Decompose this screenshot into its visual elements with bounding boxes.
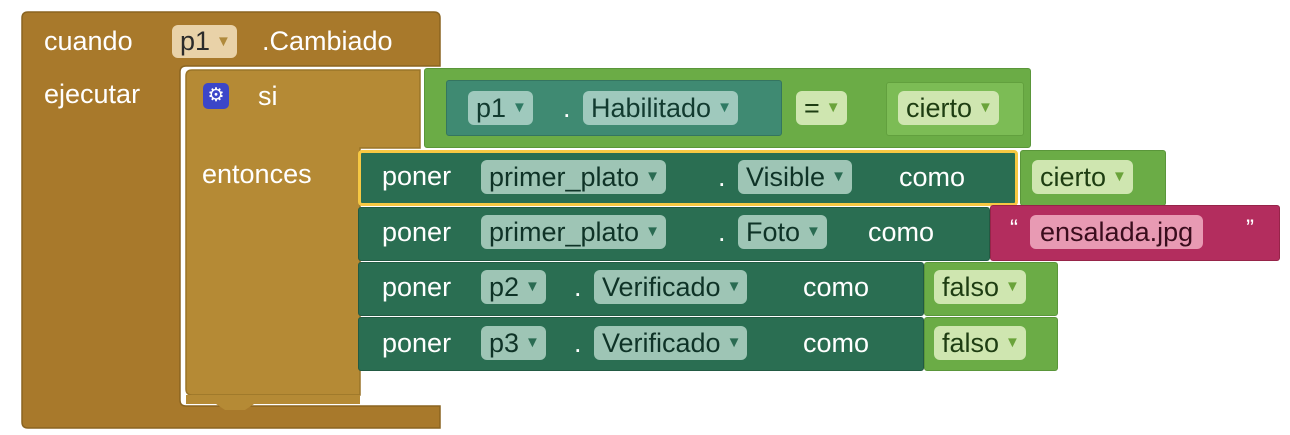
setter-component-value: primer_plato: [489, 216, 640, 247]
boolean-value: falso: [942, 271, 1000, 302]
setter-component-value: primer_plato: [489, 161, 640, 192]
setter-component-value: p2: [489, 271, 520, 302]
gear-icon[interactable]: ⚙: [203, 83, 229, 109]
text-value-field[interactable]: ensalada.jpg: [1030, 215, 1204, 249]
boolean-value-dropdown[interactable]: falso ▼: [934, 270, 1026, 304]
setter-property-value: Verificado: [602, 271, 721, 302]
setter-dot: .: [574, 328, 582, 358]
setter-dot: .: [718, 162, 726, 192]
boolean-value-dropdown[interactable]: falso ▼: [934, 326, 1026, 360]
chevron-down-icon: ▼: [645, 223, 660, 240]
chevron-down-icon: ▼: [726, 278, 742, 295]
close-quote: ”: [1246, 215, 1254, 242]
setter-keyword: poner: [382, 161, 452, 191]
setter-block-1[interactable]: [358, 150, 1018, 206]
setter-property-dropdown[interactable]: Verificado ▼: [594, 326, 748, 360]
condition-property-value: Habilitado: [591, 92, 712, 123]
chevron-down-icon: ▼: [525, 334, 540, 351]
chevron-down-icon: ▼: [512, 99, 527, 116]
setter-keyword: poner: [382, 328, 452, 358]
event-name-label: .Cambiado: [262, 26, 393, 56]
setter-component-dropdown[interactable]: p2 ▼: [481, 270, 546, 304]
chevron-down-icon: ▼: [1112, 168, 1127, 185]
event-do-label: ejecutar: [44, 79, 141, 109]
setter-as-label: como: [899, 162, 966, 192]
event-block[interactable]: [0, 0, 450, 435]
event-when-label: cuando: [44, 26, 133, 56]
setter-component-value: p3: [489, 327, 520, 358]
condition-value: cierto: [906, 92, 973, 123]
chevron-down-icon: ▼: [806, 223, 821, 240]
condition-property-dropdown[interactable]: Habilitado ▼: [583, 91, 738, 125]
setter-component-dropdown[interactable]: primer_plato ▼: [481, 215, 666, 249]
setter-property-value: Foto: [746, 216, 801, 247]
setter-property-dropdown[interactable]: Foto ▼: [738, 215, 827, 249]
condition-dot: .: [563, 93, 571, 123]
setter-component-dropdown[interactable]: p3 ▼: [481, 326, 546, 360]
chevron-down-icon: ▼: [525, 278, 540, 295]
boolean-value: cierto: [1040, 161, 1107, 192]
chevron-down-icon: ▼: [717, 99, 732, 116]
setter-property-dropdown[interactable]: Visible ▼: [738, 160, 852, 194]
chevron-down-icon: ▼: [1005, 334, 1020, 351]
chevron-down-icon: ▼: [1005, 278, 1020, 295]
operator-dropdown[interactable]: = ▼: [796, 91, 847, 125]
open-quote: “: [1010, 215, 1018, 242]
chevron-down-icon: ▼: [978, 99, 993, 116]
condition-component-dropdown[interactable]: p1 ▼: [468, 91, 533, 125]
setter-property-value: Verificado: [602, 327, 721, 358]
chevron-down-icon: ▼: [216, 32, 231, 50]
if-label: si: [258, 81, 278, 111]
text-value: ensalada.jpg: [1040, 216, 1194, 247]
setter-property-dropdown[interactable]: Verificado ▼: [594, 270, 748, 304]
setter-dot: .: [574, 272, 582, 302]
chevron-down-icon: ▼: [645, 168, 660, 185]
setter-block-2[interactable]: [358, 207, 990, 261]
setter-as-label: como: [803, 328, 870, 358]
boolean-value-dropdown[interactable]: cierto ▼: [1032, 160, 1133, 194]
then-label: entonces: [202, 159, 312, 189]
boolean-value: falso: [942, 327, 1000, 358]
if-block[interactable]: [0, 0, 450, 435]
chevron-down-icon: ▼: [825, 99, 841, 116]
event-component-value: p1: [180, 26, 211, 56]
operator-value: =: [804, 92, 820, 123]
setter-component-dropdown[interactable]: primer_plato ▼: [481, 160, 666, 194]
condition-component-value: p1: [476, 92, 507, 123]
setter-dot: .: [718, 217, 726, 247]
setter-keyword: poner: [382, 217, 452, 247]
setter-property-value: Visible: [746, 161, 826, 192]
chevron-down-icon: ▼: [831, 168, 846, 185]
setter-as-label: como: [868, 217, 935, 247]
condition-value-dropdown[interactable]: cierto ▼: [898, 91, 999, 125]
event-component-dropdown[interactable]: p1 ▼: [172, 25, 237, 58]
chevron-down-icon: ▼: [726, 334, 742, 351]
setter-as-label: como: [803, 272, 870, 302]
setter-keyword: poner: [382, 272, 452, 302]
